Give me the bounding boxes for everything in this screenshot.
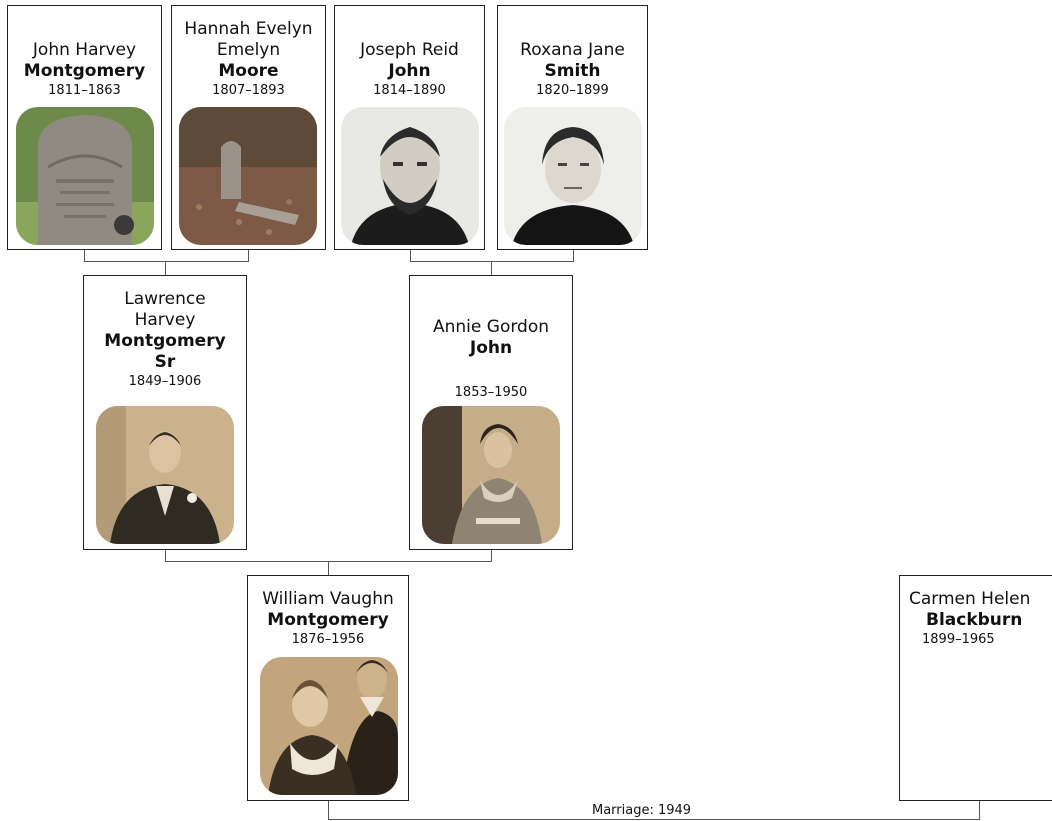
- surname: Blackburn: [926, 610, 1023, 630]
- gravestone-photo: [16, 107, 154, 245]
- given-name: Roxana Jane: [520, 40, 625, 60]
- connector-line: [491, 261, 492, 275]
- person-card-william-vaughn-montgomery[interactable]: William Vaughn Montgomery 1876–1956: [247, 575, 409, 801]
- connector-line: [165, 261, 166, 275]
- surname: John: [388, 61, 431, 81]
- life-dates: 1899–1965: [922, 632, 995, 647]
- connector-line: [573, 249, 574, 262]
- surname: John: [469, 338, 513, 358]
- surname: Montgomery: [267, 610, 389, 630]
- man-in-suit-photo: [96, 406, 234, 544]
- person-card-hannah-moore[interactable]: Hannah Evelyn Emelyn Moore 1807–1893: [171, 5, 326, 250]
- life-dates: 1876–1956: [291, 632, 365, 647]
- seated-woman-photo: [422, 406, 560, 544]
- marriage-line: [328, 800, 329, 820]
- connector-line: [248, 249, 249, 262]
- connector-line: [84, 261, 249, 262]
- given-name: Hannah Evelyn Emelyn: [184, 19, 313, 60]
- person-card-joseph-reid-john[interactable]: Joseph Reid John 1814–1890: [334, 5, 485, 250]
- given-name: John Harvey: [32, 40, 137, 60]
- connector-line: [491, 549, 492, 562]
- person-card-lawrence-harvey-montgomery-sr[interactable]: Lawrence Harvey Montgomery Sr 1849–1906: [83, 275, 247, 550]
- grave-marker-photo: [179, 107, 317, 245]
- person-card-john-harvey-montgomery[interactable]: John Harvey Montgomery 1811–1863: [7, 5, 162, 250]
- given-name: Annie Gordon: [433, 317, 549, 337]
- surname: Montgomery: [23, 61, 146, 81]
- life-dates: 1853–1950: [454, 385, 528, 400]
- connector-line: [410, 249, 411, 262]
- given-name: William Vaughn: [262, 589, 394, 609]
- person-card-carmen-helen-blackburn[interactable]: Carmen Helen Blackburn 1899–1965: [899, 575, 1052, 801]
- given-name: Carmen Helen: [909, 589, 1031, 609]
- marriage-line: [979, 800, 980, 820]
- life-dates: 1814–1890: [373, 83, 446, 98]
- woman-portrait: [504, 107, 642, 245]
- given-name: Lawrence Harvey: [124, 289, 206, 330]
- bearded-man-portrait: [341, 107, 479, 245]
- life-dates: 1807–1893: [212, 83, 285, 98]
- surname: Smith: [544, 61, 601, 81]
- life-dates: 1849–1906: [128, 374, 202, 389]
- connector-line: [410, 261, 574, 262]
- connector-line: [165, 549, 166, 562]
- given-name: Joseph Reid: [360, 40, 459, 60]
- connector-line: [84, 249, 85, 262]
- person-card-roxana-jane-smith[interactable]: Roxana Jane Smith 1820–1899: [497, 5, 648, 250]
- connector-line: [328, 561, 329, 576]
- child-and-man-photo: [260, 657, 398, 795]
- marriage-line: [328, 819, 980, 820]
- person-card-annie-gordon-john[interactable]: Annie Gordon John 1853–1950: [409, 275, 573, 550]
- life-dates: 1811–1863: [48, 83, 121, 98]
- surname: Moore: [218, 61, 279, 81]
- surname: Montgomery Sr: [104, 331, 226, 372]
- life-dates: 1820–1899: [536, 83, 609, 98]
- marriage-label: Marriage: 1949: [590, 803, 694, 818]
